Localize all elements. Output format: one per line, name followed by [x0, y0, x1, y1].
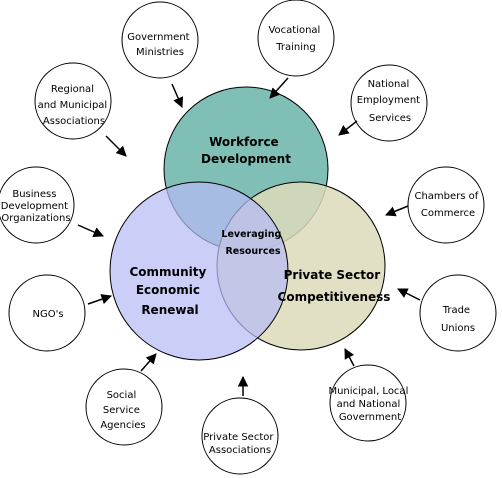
satellite-regional-municipal: Regional and Municipal Associations	[34, 62, 112, 140]
satellite-business-development: Business Development Organizations	[0, 166, 75, 244]
arrow-regional-municipal	[105, 135, 127, 157]
satellite-government-ministries: Government Ministries	[121, 1, 199, 79]
satellite-municipal-local-national: Municipal, Local and National Government	[328, 364, 411, 442]
private-sector-label: Private Sector Competitiveness	[278, 268, 391, 304]
satellite-trade-unions: Trade Unions	[419, 274, 497, 352]
svg-text:Private Sector Associati: Private Sector Associations	[203, 432, 276, 456]
satellite-national-employment: National Employment Services	[350, 64, 428, 142]
arrow-trade-unions	[397, 288, 421, 301]
arrow-national-employment	[338, 120, 358, 136]
workforce-label: Workforce Development	[201, 135, 291, 166]
center-label: Leveraging Resources	[221, 229, 284, 257]
arrow-social-service	[140, 353, 157, 372]
svg-text:Business Development: Business Development Organizations	[1, 189, 72, 224]
satellite-vocational-training: Vocational Training	[257, 0, 335, 77]
svg-text:NGO's: NGO's	[32, 309, 63, 320]
satellite-private-sector-associations: Private Sector Associations	[201, 397, 279, 475]
svg-text:Vocational Training: Vocational Training	[268, 25, 323, 53]
arrow-government-ministries	[171, 83, 184, 108]
svg-text:National Employment: National Employment Services	[357, 79, 424, 124]
arrow-municipal-local-national	[344, 348, 355, 367]
community-label: Community Economic Renewal	[129, 265, 210, 317]
svg-text:Municipal, Local and Nat: Municipal, Local and National Government	[328, 386, 411, 423]
svg-text:Trade Unions: Trade Unions	[441, 305, 475, 334]
svg-text:Social Service Age: Social Service Agencies	[100, 390, 145, 431]
svg-text:Chambers of Commerce: Chambers of Commerce	[414, 191, 481, 219]
community-circle	[109, 181, 289, 361]
svg-text:Regional and Municipal: Regional and Municipal Associations	[38, 84, 111, 127]
svg-text:Government Ministries: Government Ministries	[127, 32, 193, 58]
arrow-vocational-training	[269, 77, 289, 99]
satellite-ngos: NGO's	[8, 274, 86, 352]
satellite-chambers-of-commerce: Chambers of Commerce	[407, 166, 485, 244]
satellite-social-service: Social Service Agencies	[85, 368, 163, 446]
arrow-business-development	[77, 224, 104, 237]
arrow-ngos	[87, 294, 112, 305]
arrow-chambers-of-commerce	[385, 205, 409, 217]
